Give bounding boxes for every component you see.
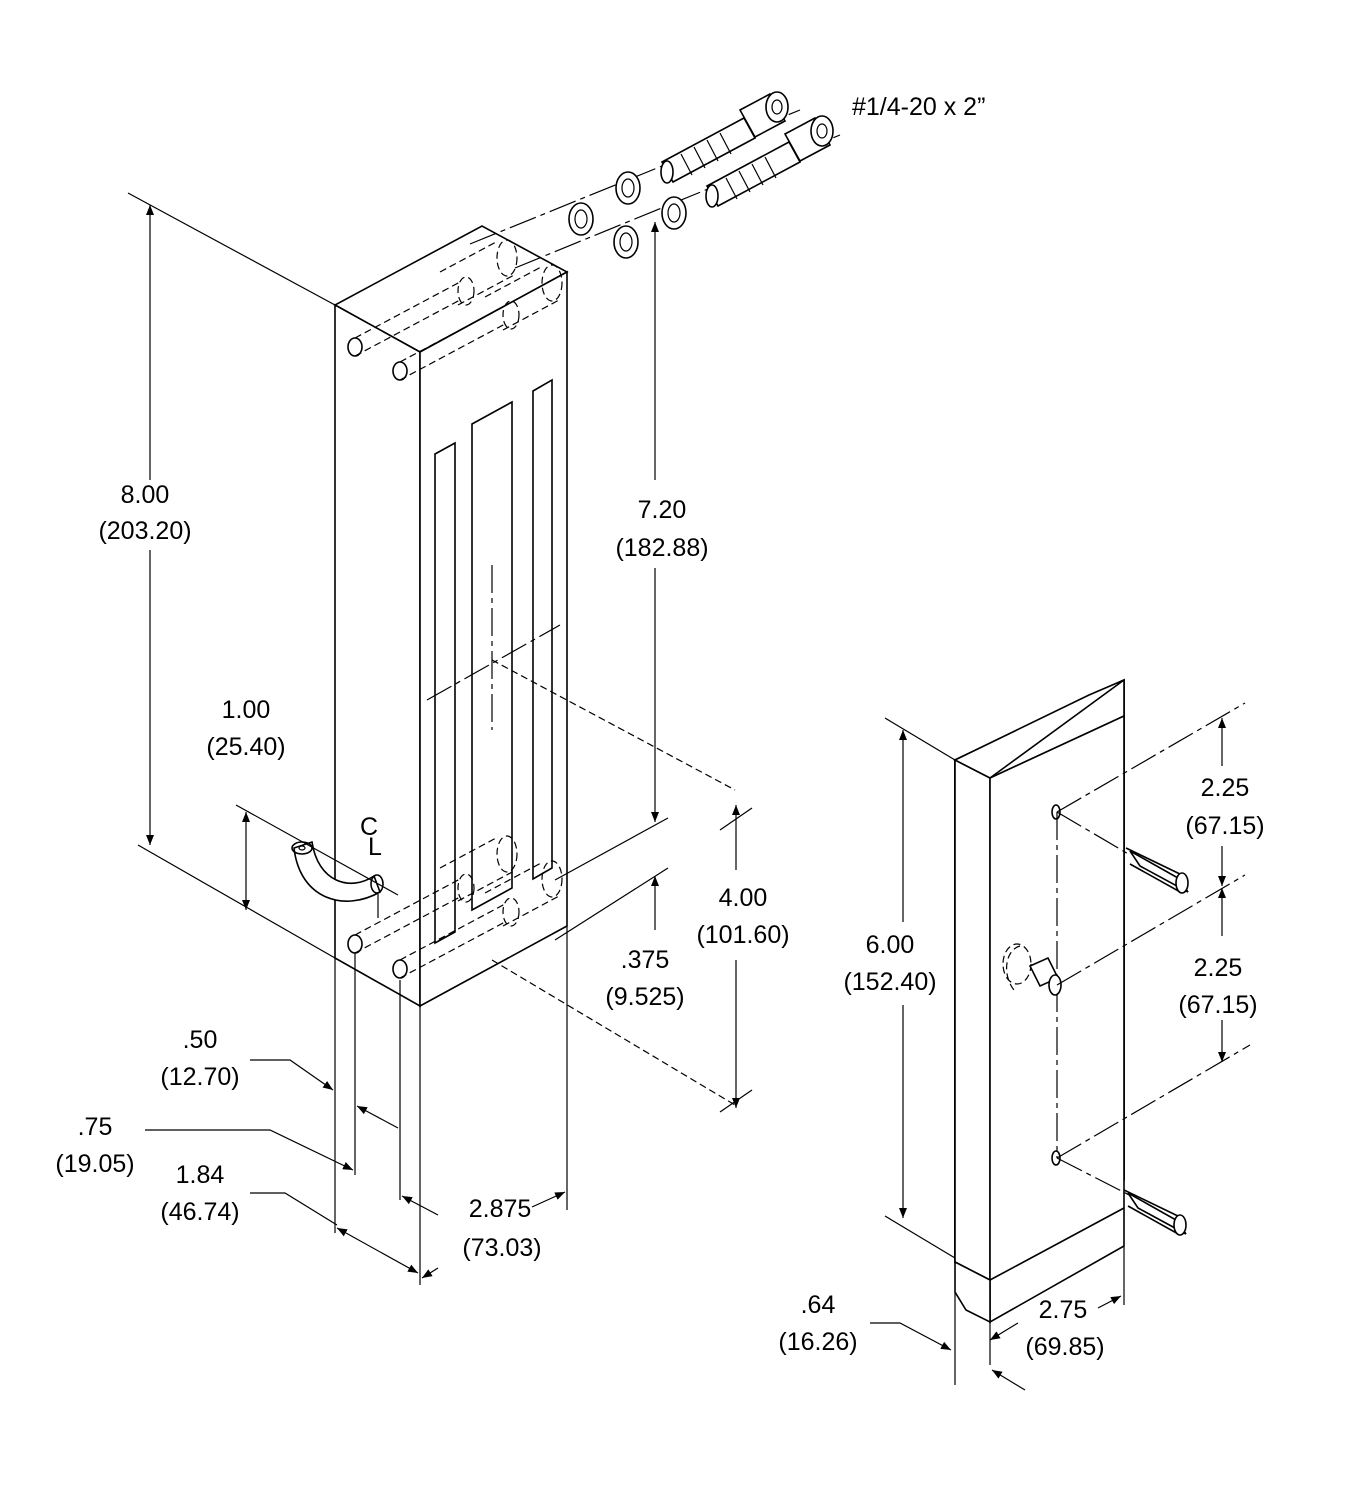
dim-4-00-mm: (101.60)	[696, 921, 789, 949]
face-centerline-horizontal	[426, 624, 561, 701]
bolt-1	[660, 91, 789, 184]
dim-2-75-in: 2.75	[1039, 1296, 1088, 1324]
pin-bottom	[1123, 1189, 1187, 1236]
dim-1-00-in: 1.00	[222, 696, 271, 724]
dim-2-25-bottom-in: 2.25	[1194, 954, 1243, 982]
handle-end-bottom	[370, 874, 384, 894]
block-front-face	[419, 270, 568, 1008]
center-stud	[1002, 943, 1062, 996]
dim-7-20-in: 7.20	[638, 496, 687, 524]
extension-line-bottom-6	[884, 1215, 956, 1259]
dim-2-25-bottom-mm: (67.15)	[1178, 991, 1257, 1019]
extension-line-top-6	[884, 717, 956, 761]
dim-1-00-mm: (25.40)	[206, 733, 285, 761]
plate-bevel	[954, 1260, 991, 1324]
back-plate	[884, 678, 1251, 1324]
dim-2-25-top-in: 2.25	[1201, 774, 1250, 802]
washer-2	[615, 171, 641, 205]
washer-3	[613, 225, 639, 259]
dimension-4-00	[491, 659, 753, 1113]
dim-1-84-mm: (46.74)	[160, 1198, 239, 1226]
dim-0-64-in: .64	[801, 1291, 836, 1319]
dim-2-25-top-mm: (67.15)	[1185, 812, 1264, 840]
dim-4-00-in: 4.00	[719, 884, 768, 912]
bore-hole-top-2	[392, 361, 408, 381]
washer-1	[568, 202, 594, 236]
slot-center	[471, 400, 513, 912]
extension-lines-bottom	[334, 926, 568, 1285]
dimension-7-20	[554, 222, 669, 881]
dim-0-375-mm: (9.525)	[605, 983, 684, 1011]
hidden-bores-top	[354, 239, 563, 381]
plate-bottom-edge	[989, 1207, 1125, 1281]
bolt-callout: #1/4-20 x 2”	[852, 93, 985, 121]
dimension-0-50	[250, 1059, 399, 1129]
dim-2-75-mm: (69.85)	[1025, 1333, 1104, 1361]
dim-0-375-in: .375	[621, 946, 670, 974]
magnet-block	[127, 192, 569, 1008]
slot-right	[532, 378, 553, 881]
dim-8-00-mm: (203.20)	[98, 517, 191, 545]
extension-line-bottom-8	[137, 844, 336, 959]
dimension-1-00	[235, 804, 399, 918]
dim-2-875-mm: (73.03)	[462, 1234, 541, 1262]
dim-6-00-mm: (152.40)	[843, 968, 936, 996]
bolt-2	[705, 115, 834, 208]
pin-top	[1125, 847, 1189, 894]
dim-2-875-in: 2.875	[469, 1195, 532, 1223]
dim-0-50-mm: (12.70)	[160, 1063, 239, 1091]
plate-top	[953, 679, 1125, 779]
dim-0-75-in: .75	[78, 1113, 113, 1141]
dimension-0-64	[870, 1292, 1026, 1391]
dim-7-20-mm: (182.88)	[615, 534, 708, 562]
plate-side-face	[954, 758, 991, 1282]
dim-6-00-in: 6.00	[866, 931, 915, 959]
dim-0-64-mm: (16.26)	[778, 1328, 857, 1356]
dimension-0-75	[145, 1129, 354, 1171]
dim-0-50-in: .50	[183, 1026, 218, 1054]
centerline-symbol: C	[360, 813, 378, 841]
dimension-2-75	[989, 1246, 1125, 1341]
dim-8-00-in: 8.00	[121, 481, 170, 509]
centerline-symbol-sub: L	[368, 833, 382, 861]
extension-line-top-8	[127, 192, 336, 306]
pin-hole-bottom	[1051, 1150, 1061, 1166]
dim-1-84-in: 1.84	[176, 1161, 225, 1189]
dimension-1-84	[250, 1192, 419, 1274]
washer-4	[661, 196, 687, 230]
pin-hole-top	[1051, 804, 1061, 820]
dimension-2-875	[401, 1191, 566, 1279]
bore-hole-top-1	[347, 337, 363, 357]
dim-0-75-mm: (19.05)	[55, 1150, 134, 1178]
bore-hole-bottom-2	[392, 959, 408, 979]
slot-left	[434, 441, 456, 945]
hidden-bores-bottom	[354, 835, 563, 979]
mounting-hardware	[469, 91, 841, 269]
